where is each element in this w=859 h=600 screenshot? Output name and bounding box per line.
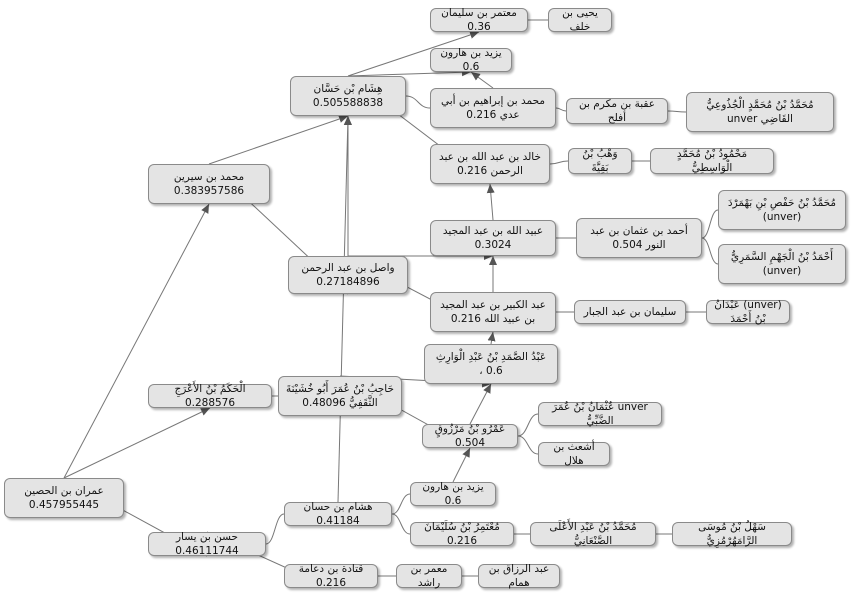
edge-n26-n21: [63, 407, 211, 479]
node-hasan-bin-yasar[interactable]: حسن بن يسار 0.46111744: [148, 531, 266, 557]
node-khalid-bin-abdullah[interactable]: خالد بن عبد الله بن عبد الرحمن 0.216: [430, 144, 550, 184]
node-mamar-bin-rashid[interactable]: معمر بن راشد: [396, 563, 462, 589]
node-sulayman-bin-abduljabbar[interactable]: سليمان بن عبد الجبار: [574, 300, 686, 324]
edge-n32-n28: [265, 513, 285, 545]
edge-n13-n10: [486, 183, 495, 221]
node-yahya-bin-khalaf[interactable]: يحيى بن خلف: [548, 7, 612, 33]
node-yazid-bin-harun-upper[interactable]: يزيد بن هارون 0.6: [430, 47, 512, 73]
edge-n28-n4: [337, 115, 352, 503]
node-wasil-bin-abdulrahman[interactable]: واصل بن عبد الرحمن 0.27184896: [288, 256, 408, 294]
edge-n7-n3: [470, 71, 494, 89]
edge-n24-n23: [517, 413, 539, 437]
node-ubaydullah-bin-abdulmajid[interactable]: عبيد الله بن عبد المجيد 0.3024: [430, 220, 556, 256]
edge-n27-n24: [452, 447, 471, 483]
node-ahmad-al-samari[interactable]: أَحْمَدُ بْنُ الْجَهْمِ السَّمَرِيُّ (un…: [718, 244, 846, 284]
edge-n11-n4: [208, 115, 349, 165]
node-hajib-bin-umar[interactable]: حَاجِبُ بْنُ عُمَرَ أَبُو خُشَيْنَةَ الث…: [278, 376, 402, 416]
node-mutamir-bin-sulayman[interactable]: معتمر بن سليمان 0.36: [430, 7, 528, 33]
edge-n28-n31: [391, 513, 411, 535]
node-muhammad-bin-sirin[interactable]: محمد بن سيرين 0.383957586: [148, 164, 270, 204]
edge-n6-n5: [667, 110, 687, 113]
node-amr-bin-marzuq[interactable]: عَمْرُو بْنُ مَرْزُوقٍ 0.504: [422, 423, 518, 449]
node-abdulkabir-bin-abdulmajid[interactable]: عبد الكبير بن عبد المجيد بن عبيد الله 0.…: [430, 292, 556, 332]
node-uthman-bin-umar-al-dabbi[interactable]: unver عُثْمَانُ بْنُ عُمَرَ الضَّبِّيُّ: [538, 401, 662, 427]
node-imran-bin-al-husayn[interactable]: عمران بن الحصين 0.457955445: [4, 478, 124, 518]
node-al-hakam-bin-al-araj[interactable]: الْحَكَمُ بْنُ الأَعْرَجِ 0.288576: [148, 383, 272, 409]
node-abdulsamad-bin-abdulwarith[interactable]: عَبْدُ الصَّمَدِ بْنُ عَبْدِ الْوَارِثِ …: [424, 344, 558, 384]
node-muhammad-bin-abdulala[interactable]: مُحَمَّدُ بْنُ عَبْدِ الأَعْلَى الصَّنْع…: [530, 521, 656, 547]
node-abdulrazzaq-bin-hammam[interactable]: عبد الرزاق بن همام: [478, 563, 560, 589]
node-ahmad-bin-uthman[interactable]: أحمد بن عثمان بن عبد النور 0.504: [576, 218, 702, 258]
node-muhammad-bin-abi-adi[interactable]: محمد بن إبراهيم بن أبي عدي 0.216: [430, 88, 556, 128]
node-qatada-bin-diama[interactable]: قتادة بن دعامة 0.216: [284, 563, 378, 589]
node-muhammad-al-judhui-al-qadi[interactable]: مُحَمَّدُ بْنُ مُحَمَّدٍ الْجُذُوعِيُّ ا…: [686, 92, 834, 132]
edge-n26-n11: [63, 203, 210, 479]
edge-n14-n12: [701, 209, 719, 239]
node-uqba-bin-mukram[interactable]: عقبة بن مكرم بن أفلح: [566, 98, 668, 124]
node-hisham-bin-hassan-lower[interactable]: هشام بن حسان 0.41184: [284, 501, 392, 527]
node-muhammad-bin-hafs[interactable]: مُحَمَّدُ بْنُ حَفْصِ بْنِ بَهْمَرْدَ (u…: [718, 190, 846, 230]
node-ashath-bin-hilal[interactable]: أشعث بن هلال: [538, 441, 610, 467]
node-abdan-bin-ahmad[interactable]: (unver) عَبْدَانُ بْنُ أَحْمَدَ: [706, 299, 790, 325]
node-mahmud-al-wasiti[interactable]: مَحْمُودُ بْنُ مُحَمَّدٍ الْوَاسِطِيُّ: [650, 148, 774, 174]
edge-n20-n17: [487, 331, 496, 345]
edge-n10-n9: [549, 160, 569, 165]
edge-n24-n25: [517, 435, 539, 455]
edge-n24-n20: [469, 383, 492, 425]
edge-n7-n6: [555, 107, 567, 112]
node-hisham-bin-hassan[interactable]: هِشَام بْن حَسَّان 0.505588838: [290, 76, 406, 116]
edge-n4-n7: [405, 95, 431, 109]
edge-n4-n3: [347, 68, 472, 77]
node-wahb-bin-baqiyya[interactable]: وَهْبُ بْنُ بَقِيَّةَ: [568, 148, 632, 174]
node-mutamir-bin-sulayman-lower[interactable]: مُعْتَمِرُ بْنُ سُلَيْمَانَ 0.216: [410, 521, 514, 547]
edge-n14-n15: [701, 237, 719, 265]
edge-n4-n2: [347, 31, 480, 77]
node-yazid-bin-harun-lower[interactable]: يزيد بن هارون 0.6: [410, 481, 496, 507]
edge-n28-n27: [391, 493, 411, 515]
node-sahl-bin-musa[interactable]: سَهْلُ بْنُ مُوسَى الرَّامَهُرْمُزِيُّ: [672, 521, 792, 547]
